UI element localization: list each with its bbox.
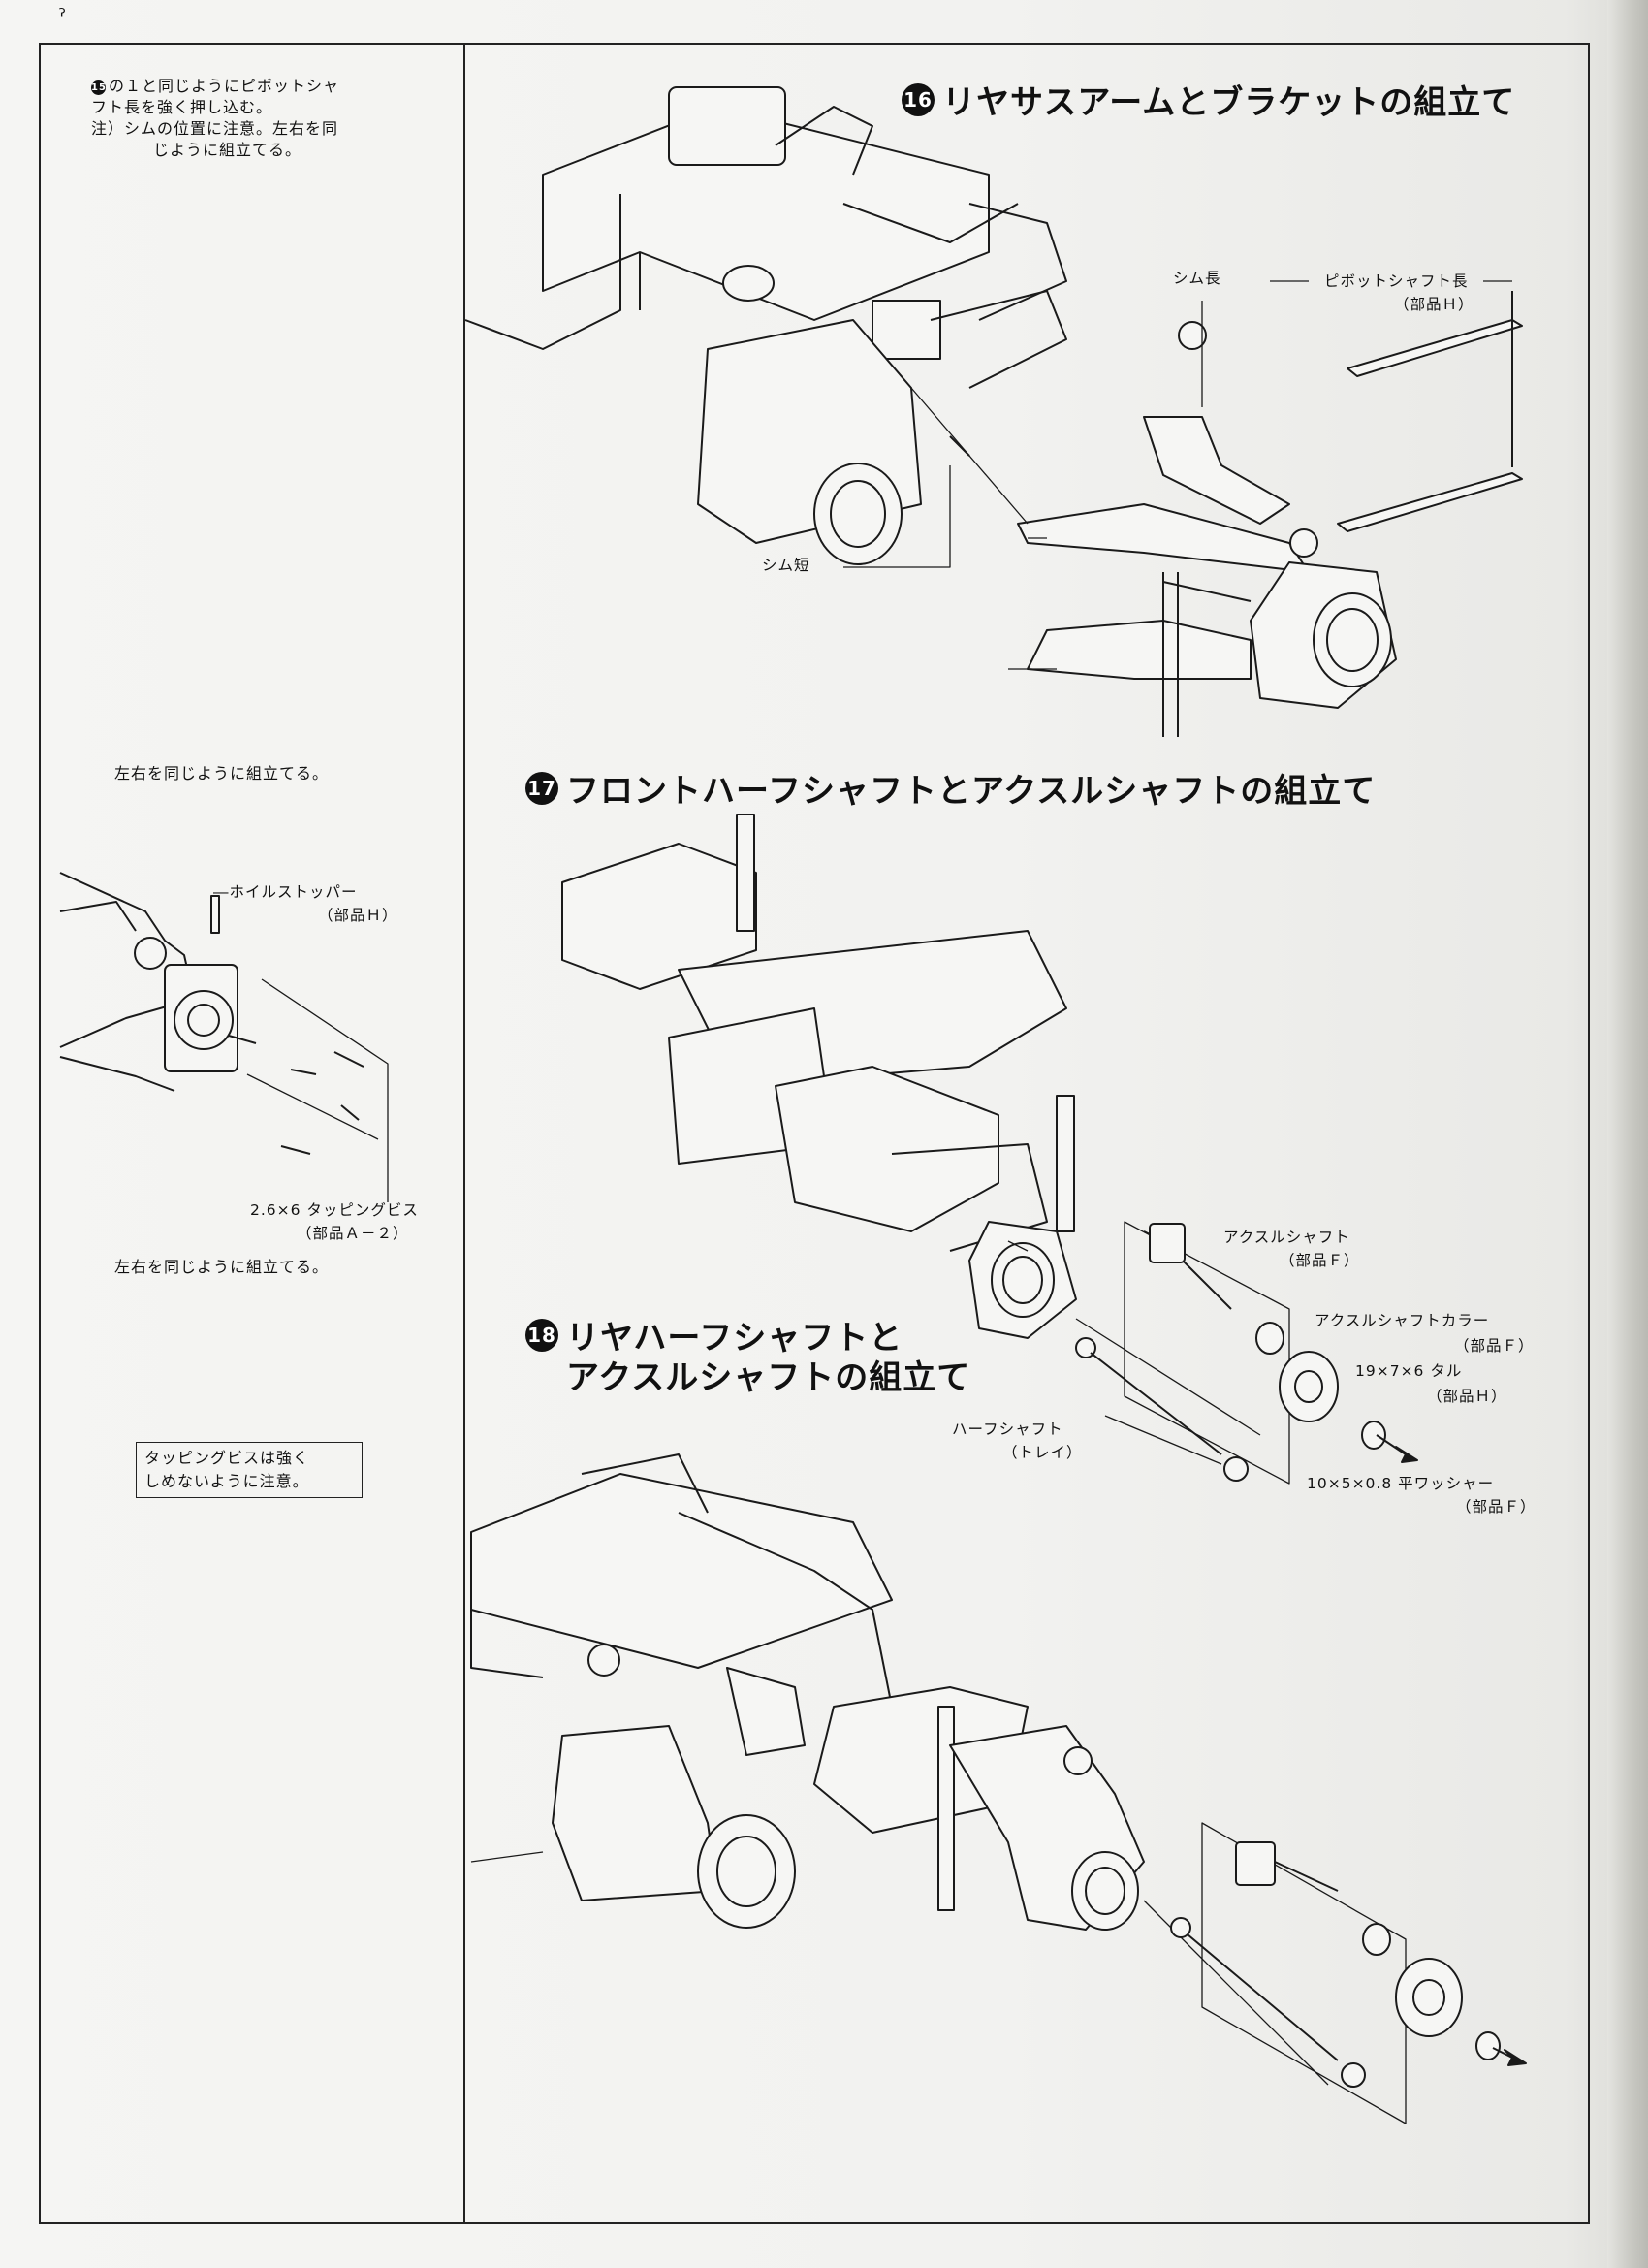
step18-title-line2: アクスルシャフトの組立て	[566, 1358, 971, 1397]
axle-collar-part: （部品Ｆ）	[1454, 1337, 1535, 1355]
tapping-screw-part: （部品Ａ－２）	[297, 1225, 409, 1242]
caution-box: タッピングビスは強く しめないように注意。	[136, 1442, 363, 1498]
shim-short-label: シム短	[762, 557, 810, 574]
half-shaft-part: （トレイ）	[1002, 1444, 1083, 1461]
tire-label: 19×7×6 タル	[1355, 1362, 1463, 1380]
step18-number: 18	[525, 1318, 558, 1352]
washer-label: 10×5×0.8 平ワッシャー	[1307, 1475, 1495, 1492]
tire-part: （部品Ｈ）	[1427, 1388, 1507, 1405]
half-shaft-label: ハーフシャフト	[952, 1421, 1063, 1438]
note-caution-line2: じように組立てる。	[153, 141, 302, 159]
wheel-stopper-label: ―ホイルストッパー	[213, 883, 358, 901]
column-divider	[463, 43, 465, 2224]
axle-shaft-label: アクスルシャフト	[1223, 1229, 1350, 1246]
step18-title-line1: リヤハーフシャフトと	[566, 1319, 903, 1358]
note-symmetry-1: 左右を同じように組立てる。	[114, 764, 330, 783]
axle-shaft-part: （部品Ｆ）	[1280, 1252, 1360, 1269]
note-symmetry-2: 左右を同じように組立てる。	[114, 1258, 330, 1276]
page-edge	[1607, 0, 1648, 2268]
step16-number: 16	[902, 82, 935, 116]
tapping-screw-label: 2.6×6 タッピングビス	[250, 1201, 419, 1219]
note-caution-line1: 注）シムの位置に注意。左右を同	[91, 119, 339, 138]
axle-collar-label: アクスルシャフトカラー	[1315, 1312, 1490, 1329]
caution-text-1: タッピングビスは強く	[144, 1449, 310, 1467]
page-frame	[39, 43, 1590, 2224]
note-text: の１と同じようにピボットシャ	[109, 77, 340, 95]
step17-number: 17	[525, 771, 558, 805]
step-number-badge: 15	[91, 80, 107, 95]
wheel-stopper-part: （部品Ｈ）	[318, 907, 398, 924]
step17-title: フロントハーフシャフトとアクスルシャフトの組立て	[566, 772, 1377, 811]
pivot-shaft-part: （部品Ｈ）	[1394, 296, 1474, 313]
washer-part: （部品Ｆ）	[1456, 1498, 1537, 1516]
step16-title: リヤサスアームとブラケットの組立て	[942, 83, 1516, 122]
corner-mark: ˀ	[58, 6, 67, 30]
shim-long-label: シム長	[1173, 270, 1221, 287]
caution-text-2: しめないように注意。	[144, 1472, 309, 1490]
note-step15-line2: フト長を強く押し込む。	[91, 98, 273, 116]
pivot-shaft-label: ピボットシャフト長	[1324, 272, 1469, 290]
